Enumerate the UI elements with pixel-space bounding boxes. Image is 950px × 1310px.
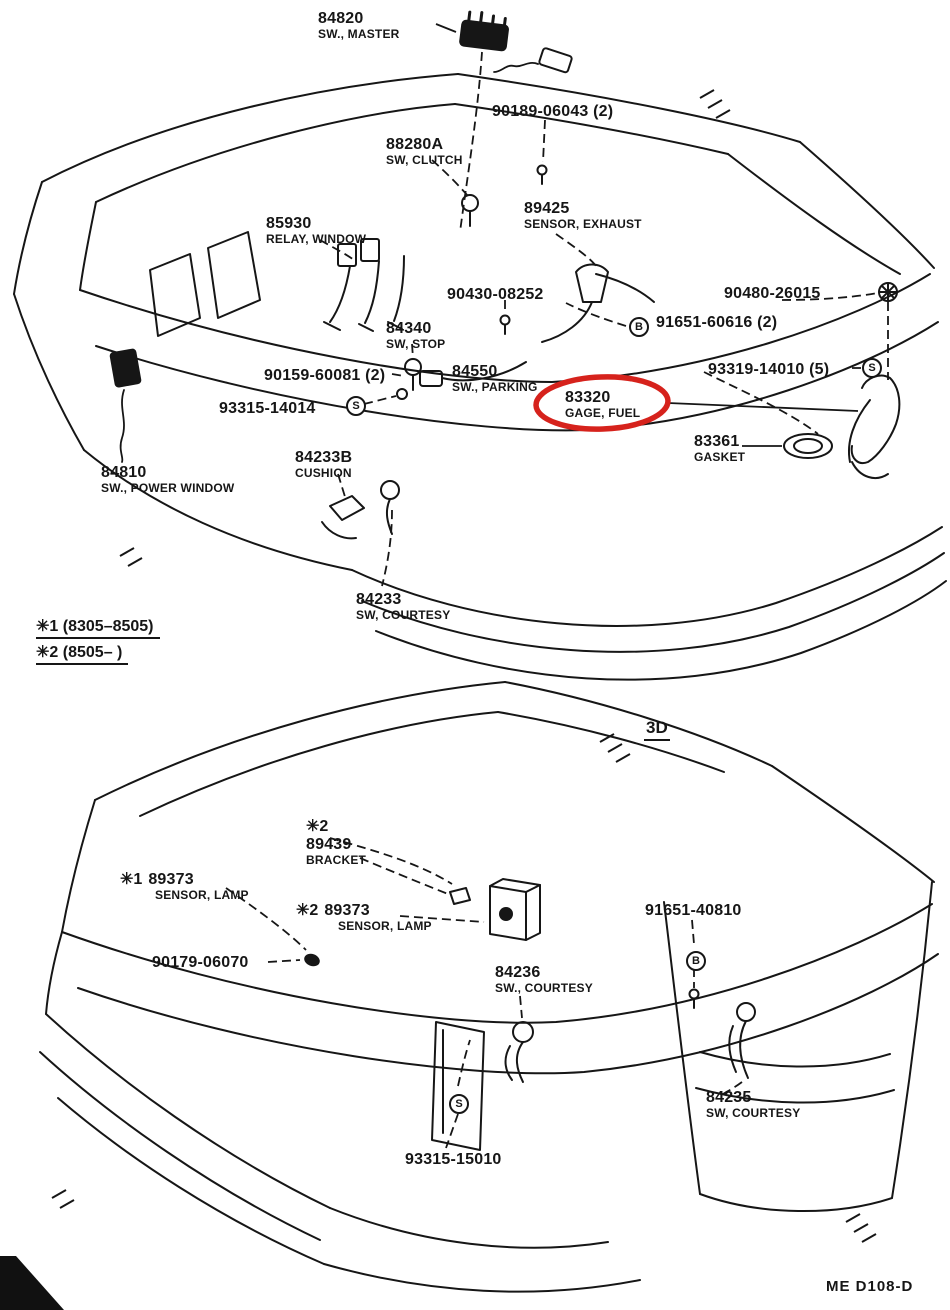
part-number: 91651-60616 (2) — [656, 314, 778, 331]
footnote-symbol: ✳2 — [306, 818, 329, 835]
part-label-89373-2: ✳2 89373 SENSOR, LAMP — [296, 902, 432, 933]
bolt-marker-b: B — [629, 317, 649, 337]
part-number: 83361 — [694, 433, 740, 450]
footnote-text: (8305–8505) — [62, 618, 154, 635]
sheet-code: ME D108-D — [826, 1278, 913, 1295]
part-label-84810: 84810 SW., POWER WINDOW — [101, 464, 234, 495]
footnote-symbol: ✳1 — [120, 871, 143, 888]
part-label-90480-26015: 90480-26015 — [724, 285, 821, 303]
upper-car-art — [13, 10, 947, 681]
part-label-88280A: 88280A SW, CLUTCH — [386, 136, 463, 167]
footnote-symbol: ✳2 — [36, 644, 59, 661]
part-label-84820: 84820 SW., MASTER — [318, 10, 400, 41]
part-number: 89373 — [148, 871, 194, 888]
part-number: 90189-06043 (2) — [492, 103, 614, 120]
part-label-89373-1: ✳1 89373 SENSOR, LAMP — [120, 871, 249, 902]
part-desc: SW., PARKING — [452, 379, 538, 394]
leader-lines — [225, 51, 889, 1149]
leader-lines-solid — [435, 23, 859, 447]
part-desc: SW, STOP — [386, 336, 446, 351]
part-number: 90179-06070 — [152, 954, 249, 971]
screw-marker-s: S — [862, 358, 882, 378]
part-label-90430-08252: 90430-08252 — [447, 286, 544, 304]
sheet-code-text: ME D108-D — [826, 1278, 914, 1295]
part-number: 84820 — [318, 10, 364, 27]
part-desc: CUSHION — [295, 465, 352, 480]
part-label-91651-60616: 91651-60616 (2) — [656, 314, 777, 332]
part-desc: SW, COURTESY — [706, 1105, 801, 1120]
footnote-2: ✳2 (8505– ) — [36, 642, 129, 665]
part-number: 84236 — [495, 964, 541, 981]
part-desc: SW., COURTESY — [495, 980, 593, 995]
part-desc: SW., MASTER — [318, 26, 400, 41]
marker-letter: S — [455, 1098, 463, 1110]
part-label-89439: ✳2 89439 BRACKET — [306, 818, 366, 867]
part-label-84236: 84236 SW., COURTESY — [495, 964, 593, 995]
part-number: 91651-40810 — [645, 902, 742, 919]
part-desc: SW., POWER WINDOW — [101, 480, 235, 495]
view-label-text: 3D — [646, 718, 668, 737]
part-number: 84550 — [452, 363, 498, 380]
part-label-93315-15010: 93315-15010 — [405, 1151, 502, 1169]
part-label-90179-06070: 90179-06070 — [152, 954, 249, 972]
view-label-3d: 3D — [644, 718, 670, 741]
footnote-text: (8505– ) — [62, 644, 123, 661]
part-number: 89373 — [324, 902, 370, 919]
part-number: 89425 — [524, 200, 570, 217]
part-label-85930: 85930 RELAY, WINDOW — [266, 215, 366, 246]
part-desc: RELAY, WINDOW — [266, 231, 367, 246]
part-desc: SW, COURTESY — [356, 607, 451, 622]
footnote-symbol: ✳1 — [36, 618, 59, 635]
part-label-84550: 84550 SW., PARKING — [452, 363, 538, 394]
part-number: 90430-08252 — [447, 286, 544, 303]
part-label-89425: 89425 SENSOR, EXHAUST — [524, 200, 642, 231]
footnote-1: ✳1 (8305–8505) — [36, 616, 160, 639]
part-desc: GASKET — [694, 449, 746, 464]
part-number: 93315-14014 — [219, 400, 316, 417]
part-number: 93319-14010 (5) — [708, 361, 830, 378]
part-label-90189-06043: 90189-06043 (2) — [492, 103, 613, 121]
part-desc: SENSOR, LAMP — [155, 887, 249, 902]
part-label-93315-14014: 93315-14014 — [219, 400, 316, 418]
part-label-83320-highlighted: 83320 GAGE, FUEL — [565, 389, 640, 420]
part-number: 84235 — [706, 1089, 752, 1106]
marker-letter: B — [692, 955, 700, 967]
part-label-84340: 84340 SW, STOP — [386, 320, 445, 351]
lower-car-art — [39, 681, 939, 1293]
part-number: 85930 — [266, 215, 312, 232]
part-number: 84233B — [295, 449, 353, 466]
part-desc: SW, CLUTCH — [386, 152, 463, 167]
part-label-84235: 84235 SW, COURTESY — [706, 1089, 800, 1120]
part-number: 84810 — [101, 464, 147, 481]
part-desc: SENSOR, EXHAUST — [524, 216, 642, 231]
part-label-84233B: 84233B CUSHION — [295, 449, 352, 480]
part-number: 90480-26015 — [724, 285, 821, 302]
scan-corner-artifact — [0, 1256, 64, 1310]
footnote-symbol: ✳2 — [296, 902, 319, 919]
part-number: 84340 — [386, 320, 432, 337]
part-label-83361: 83361 GASKET — [694, 433, 745, 464]
highlight-oval — [533, 374, 671, 432]
part-desc: SENSOR, LAMP — [338, 918, 432, 933]
part-number: 93315-15010 — [405, 1151, 502, 1168]
part-label-93319-14010: 93319-14010 (5) — [708, 361, 829, 379]
part-label-84233: 84233 SW, COURTESY — [356, 591, 450, 622]
marker-letter: B — [635, 321, 643, 333]
marker-letter: S — [868, 362, 876, 374]
marker-letter: S — [352, 400, 360, 412]
part-label-91651-40810: 91651-40810 — [645, 902, 742, 920]
part-number: 90159-60081 (2) — [264, 367, 386, 384]
part-number: 83320 — [565, 389, 611, 406]
part-desc: GAGE, FUEL — [565, 405, 641, 420]
part-number: 88280A — [386, 136, 444, 153]
bolt-marker-b: B — [686, 951, 706, 971]
screw-marker-s: S — [449, 1094, 469, 1114]
part-label-90159-60081: 90159-60081 (2) — [264, 367, 385, 385]
hatch-ticks — [51, 89, 877, 1243]
part-number: 89439 — [306, 835, 352, 853]
screw-marker-s: S — [346, 396, 366, 416]
part-number: 84233 — [356, 591, 402, 608]
part-desc: BRACKET — [306, 852, 367, 867]
